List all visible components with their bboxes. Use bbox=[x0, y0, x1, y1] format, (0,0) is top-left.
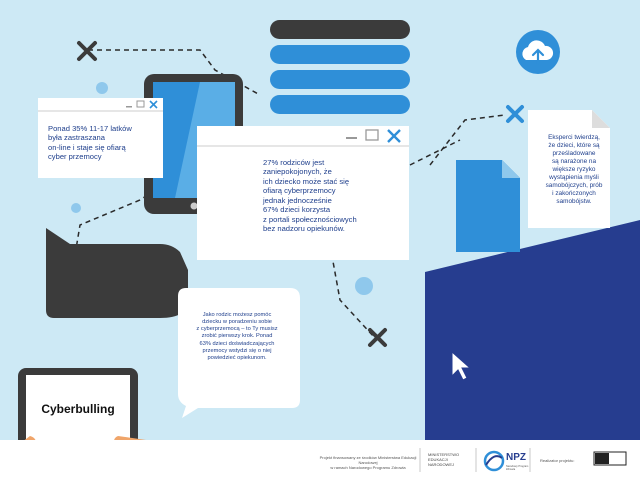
decor-circle bbox=[355, 277, 373, 295]
close-x-icon bbox=[368, 328, 387, 347]
mouse-cursor-icon bbox=[451, 350, 472, 381]
close-x-icon bbox=[77, 41, 97, 61]
window-restore-icon bbox=[136, 100, 145, 108]
decor-circle bbox=[96, 82, 108, 94]
window-minimize-icon bbox=[346, 137, 357, 139]
speech-bubble-white bbox=[178, 288, 300, 418]
stat-box-right: Eksperci twierdzą, że dzieci, które są p… bbox=[545, 134, 603, 205]
note-right bbox=[528, 110, 610, 228]
footer-npz-sub: Narodowy Program Zdrowia bbox=[506, 465, 529, 472]
window-left bbox=[38, 98, 163, 178]
document-icon bbox=[456, 160, 520, 252]
advice-bubble-text: Jako rodzic możesz pomóc dziecku w porad… bbox=[196, 312, 278, 361]
stat-box-left: Ponad 35% 11-17 latków była zastraszana … bbox=[48, 124, 132, 162]
window-restore-icon bbox=[365, 129, 379, 141]
close-x-icon bbox=[506, 105, 524, 123]
speech-bubble-dark bbox=[46, 228, 188, 318]
window-minimize-icon bbox=[126, 106, 132, 108]
footer-funding-text: Projekt finansowany ze środków Ministers… bbox=[319, 455, 417, 471]
stat-box-center: 27% rodziców jest zaniepokojonych, że ic… bbox=[263, 158, 357, 234]
database-stack-icon bbox=[270, 20, 410, 114]
window-close-icon bbox=[387, 129, 401, 143]
npz-logo-mark bbox=[483, 450, 505, 472]
footer-ministry-text: MINISTERSTWO EDUKACJI NARODOWEJ bbox=[428, 452, 460, 468]
window-close-icon bbox=[149, 100, 158, 109]
window-center bbox=[197, 126, 409, 260]
cloud-upload-icon bbox=[516, 30, 560, 74]
footer-npz-label: NPZ bbox=[506, 452, 526, 463]
tablet-label: Cyberbulling bbox=[41, 402, 115, 416]
decor-circle bbox=[71, 203, 81, 213]
footer-realizator-label: Realizator projektu: bbox=[540, 458, 575, 463]
navy-panel bbox=[425, 220, 640, 440]
footer-bar bbox=[0, 440, 640, 480]
